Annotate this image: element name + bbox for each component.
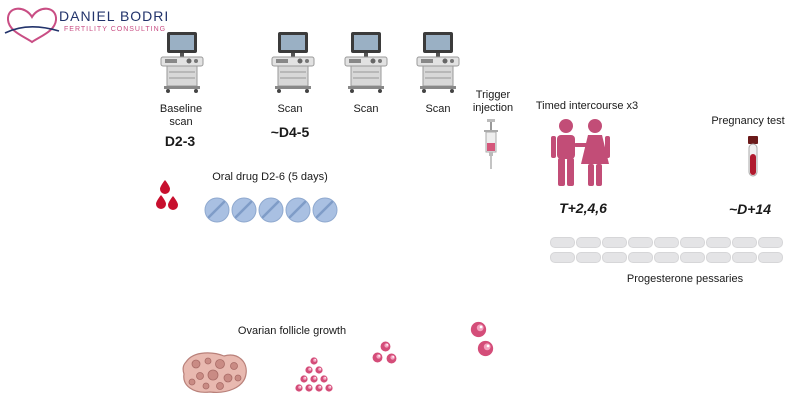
follicle-icon <box>477 340 494 357</box>
follicle-icon <box>320 375 328 383</box>
pessary-icon <box>758 237 783 248</box>
ultrasound-machine-icon <box>270 30 316 94</box>
ovarian-label: Ovarian follicle growth <box>237 325 347 337</box>
follicle-icon <box>305 384 313 392</box>
tablet-icon <box>204 197 230 223</box>
scan-label: Scan <box>425 103 451 115</box>
blood-drop <box>160 180 170 194</box>
pessary-icon <box>550 237 575 248</box>
pessary-icon <box>550 252 575 263</box>
follicle-icon <box>315 384 323 392</box>
pessary-icon <box>602 237 627 248</box>
pessary-icon <box>576 237 601 248</box>
follicle-icon <box>300 375 308 383</box>
pessary-icon <box>602 252 627 263</box>
follicle-icon <box>372 352 383 363</box>
follicle-icon <box>310 357 318 365</box>
follicle-icon <box>315 366 323 374</box>
pessary-icon <box>680 237 705 248</box>
pessary-icon <box>706 252 731 263</box>
progesterone-label: Progesterone pessaries <box>626 273 744 285</box>
scan-day: ~D4-5 <box>270 124 310 140</box>
pessary-icon <box>654 237 679 248</box>
follicle-icon <box>380 341 391 352</box>
blood-tube-icon <box>748 136 758 177</box>
follicle-icon <box>325 384 333 392</box>
scan-day: D2-3 <box>164 133 196 149</box>
logo-name: DANIEL BODRI <box>59 8 170 24</box>
ultrasound-machine-icon <box>415 30 461 94</box>
pessary-icon <box>680 252 705 263</box>
follicle-icon <box>470 321 487 338</box>
blood-drop <box>168 196 178 210</box>
follicle-icon <box>386 353 397 364</box>
pessary-icon <box>628 237 653 248</box>
scan-label: Scan <box>277 103 303 115</box>
tablet-icon <box>312 197 338 223</box>
trigger-label: Trigger injection <box>472 89 514 114</box>
scan-label: Baseline scan <box>159 103 203 128</box>
pessary-icon <box>628 252 653 263</box>
syringe-icon <box>484 119 498 169</box>
follicle-icon <box>305 366 313 374</box>
tablet-icon <box>285 197 311 223</box>
ovary-icon <box>182 352 247 393</box>
ultrasound-machine-icon <box>159 30 205 94</box>
pessary-icon <box>654 252 679 263</box>
intercourse-label: Timed intercourse x3 <box>535 100 639 112</box>
pessary-icon <box>758 252 783 263</box>
ultrasound-machine-icon <box>343 30 389 94</box>
scan-label: Scan <box>353 103 379 115</box>
follicle-icon <box>295 384 303 392</box>
pessary-icon <box>706 237 731 248</box>
follicle-icon <box>310 375 318 383</box>
tablet-icon <box>231 197 257 223</box>
pregnancy-day: ~D+14 <box>728 201 772 217</box>
pessary-icon <box>732 237 757 248</box>
pregnancy-label: Pregnancy test <box>711 115 785 127</box>
blood-drop <box>156 195 166 209</box>
tablet-icon <box>258 197 284 223</box>
intercourse-day: T+2,4,6 <box>559 200 607 216</box>
couple-icon <box>551 119 610 186</box>
pessary-icon <box>732 252 757 263</box>
oral-drug-label: Oral drug D2-6 (5 days) <box>212 171 328 183</box>
logo-subtitle: FERTILITY CONSULTING <box>64 26 167 33</box>
heart-logo-icon <box>4 7 60 44</box>
pessary-icon <box>576 252 601 263</box>
